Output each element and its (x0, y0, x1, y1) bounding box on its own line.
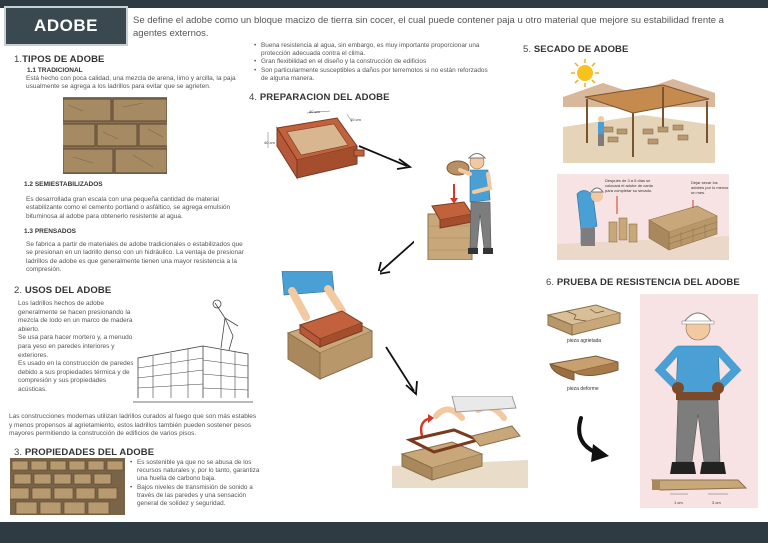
prensados-text: Se fabrica a partir de materiales de ado… (26, 241, 244, 274)
dim-label: 40 cm (264, 140, 276, 145)
section-title: PREPARACION DEL ADOBE (259, 92, 390, 103)
section-prueba-heading: 6. PRUEBA DE RESISTENCIA DEL ADOBE (546, 277, 740, 288)
tradicional-heading: 1.1 TRADICIONAL (27, 67, 83, 74)
adobe-mold-diagram: 40 cm 10 cm 40 cm (262, 108, 370, 188)
drying-shed-illustration (563, 57, 715, 163)
list-item: Son particularmente susceptibles a daños… (254, 67, 494, 83)
secado-note-right: Dejar secar los adobes por lo menos un m… (691, 180, 729, 195)
list-item: Gran flexibilidad en el diseño y la cons… (254, 58, 494, 66)
resistance-test-illustration: 1 cm 3 cm (640, 294, 758, 508)
usos-line: Los ladrillos hechos de adobe generalmen… (18, 300, 133, 333)
usos-modern-text: Las construcciones modernas utilizan lad… (9, 413, 257, 438)
section-number: 3. (14, 447, 23, 458)
arrow-icon (385, 346, 418, 396)
list-item: Es sostenible ya que no se abusa de los … (130, 459, 260, 484)
curved-arrow-icon (577, 416, 609, 462)
section-number: 6. (546, 277, 555, 288)
label-deformed: pieza deforme (567, 386, 599, 392)
section-title: PRUEBA DE RESISTENCIA DEL ADOBE (556, 277, 740, 288)
section-title: TIPOS DE ADOBE (22, 54, 105, 65)
list-item: Buena resistencia al agua, sin embargo, … (254, 42, 494, 58)
dim-label: 10 cm (350, 117, 362, 122)
dim-label: 1 cm (674, 500, 683, 505)
section-number: 1. (14, 54, 23, 65)
secado-note-left: Después de 3 a 5 días se colocará el ado… (605, 178, 654, 193)
usos-text: Los ladrillos hechos de adobe generalmen… (18, 300, 136, 395)
deformed-brick-illustration (546, 354, 622, 384)
lifting-mold-illustration (392, 396, 528, 488)
title-box: ADOBE (4, 6, 128, 46)
usos-line: Se usa para hacer mortero y, a menudo, p… (18, 334, 135, 359)
cracked-brick-illustration (546, 303, 622, 337)
drying-bricks-photo (10, 458, 125, 515)
wall-building-sketch (133, 298, 253, 406)
top-bar (0, 0, 768, 8)
section-propiedades-heading: 3. PROPIEDADES DEL ADOBE (14, 447, 154, 458)
intro-text: Se define el adobe como un bloque macizo… (133, 15, 724, 39)
section-title: SECADO DE ADOBE (533, 44, 629, 55)
label-cracked: pieza agrietada (567, 338, 602, 344)
worker-mixing-illustration (414, 148, 506, 260)
section-title: PROPIEDADES DEL ADOBE (24, 447, 155, 458)
propiedades-list-left: Es sostenible ya que no se abusa de los … (130, 459, 260, 508)
section-secado-heading: 5. SECADO DE ADOBE (523, 44, 628, 55)
propiedades-list-top: Buena resistencia al agua, sin embargo, … (254, 42, 494, 83)
section-number: 5. (523, 44, 532, 55)
section-number: 4. (249, 92, 258, 103)
adobe-wall-photo (63, 97, 167, 174)
tradicional-text: Está hecho con poca calidad, una mezcla … (26, 75, 236, 91)
dim-label: 40 cm (309, 109, 321, 114)
list-item: Bajos niveles de transmisión de sonido a… (130, 484, 260, 509)
stacking-bricks-illustration: Después de 3 a 5 días se colocará el ado… (557, 174, 729, 260)
estabilizados-text: Es desarrollada gran escala con una pequ… (26, 196, 231, 220)
bottom-bar (0, 522, 768, 543)
arrow-icon (358, 145, 413, 170)
prensados-heading: 1.3 PRENSADOS (24, 228, 77, 235)
section-tipos-heading: 1.TIPOS DE ADOBE (14, 54, 104, 65)
section-number: 2. (14, 285, 23, 296)
pressing-adobe-illustration (272, 271, 380, 383)
section-usos-heading: 2. USOS DEL ADOBE (14, 285, 111, 296)
section-preparacion-heading: 4. PREPARACION DEL ADOBE (249, 92, 390, 103)
section-title: USOS DEL ADOBE (24, 285, 112, 296)
estabilizados-heading: 1.2 SEMIESTABILIZADOS (24, 181, 103, 188)
page-title: ADOBE (34, 16, 98, 35)
usos-line: Es usado en la construcción de paredes d… (18, 360, 134, 393)
sun-icon (571, 59, 599, 87)
dim-label: 3 cm (712, 500, 721, 505)
